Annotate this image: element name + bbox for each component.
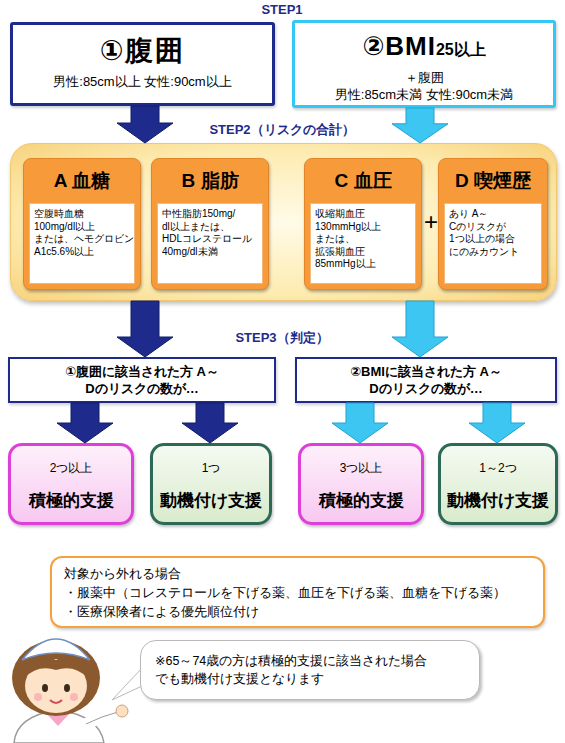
node-text: 25以上	[436, 31, 486, 69]
block-arrow	[392, 301, 448, 357]
node-heading: 対象から外れる場合	[64, 564, 543, 583]
step-label: STEP3（判定）	[235, 330, 328, 346]
node-text: ・服薬中（コレステロールを下げる薬、血圧を下げる薬、血糖を下げる薬）	[64, 583, 543, 602]
node-text: 中性脂肪150mg/ dl以上または、 HDLコレステロール 40mg/dl未満	[157, 203, 263, 284]
risk-box: D 喫煙歴あり A～Cのリスクが 1つ以上の場合 にのみカウント	[438, 158, 548, 290]
node-text: あり A～Cのリスクが 1つ以上の場合 にのみカウント	[444, 203, 542, 284]
result-box: 2つ以上積極的支援	[8, 443, 134, 525]
node-heading: 1～2つ	[441, 460, 555, 476]
criteria-box: ①腹囲男性:85cm以上 女性:90cm以上	[10, 22, 275, 106]
node-text: 積極的支援	[11, 490, 131, 512]
judgement-box: ①腹囲に該当された方 A～Dのリスクの数が…	[8, 357, 276, 403]
node-text: 動機付け支援	[153, 490, 269, 512]
nurse-sleeve	[86, 712, 118, 724]
block-arrow	[182, 403, 238, 443]
nurse-sleeve-line	[86, 712, 118, 724]
judgement-box: ②BMIに該当された方 A～Dのリスクの数が…	[295, 357, 557, 403]
nurse-bangs	[24, 657, 88, 678]
nurse-cheek	[34, 693, 42, 701]
node-heading: 1つ	[153, 460, 269, 476]
node-text: 収縮期血圧 130mmHg以上 または、 拡張期血圧 85mmHg以上	[310, 203, 416, 284]
node-text: ①腹囲に該当された方 A～Dのリスクの数が…	[56, 363, 228, 397]
node-text: ※65～74歳の方は積極的支援に該当された場合 でも動機付け支援となります	[155, 652, 465, 688]
node-text: ＋腹囲	[295, 69, 553, 86]
node-text: 男性:85cm以上 女性:90cm以上	[13, 73, 272, 90]
node-heading: ①腹囲	[13, 29, 272, 73]
node-heading: 3つ以上	[301, 460, 421, 476]
node-text: 積極的支援	[301, 490, 421, 512]
node-text: +	[424, 210, 438, 234]
block-arrow	[57, 403, 113, 443]
result-box: 1～2つ動機付け支援	[438, 443, 558, 525]
node-text: 動機付け支援	[441, 490, 555, 512]
node-text: 空腹時血糖 100mg/dl以上 または、ヘモグロビン A1c5.6%以上	[29, 203, 135, 284]
bubble-tail	[112, 668, 142, 700]
block-arrow	[117, 301, 173, 357]
result-box: 1つ動機付け支援	[150, 443, 272, 525]
node-heading: ②BMI	[362, 27, 436, 65]
node-text: ・医療保険者による優先順位付け	[64, 602, 543, 621]
nurse-hand	[116, 705, 128, 717]
nurse-cap	[22, 639, 90, 660]
block-arrow	[469, 403, 525, 443]
risk-box: C 血圧収縮期血圧 130mmHg以上 または、 拡張期血圧 85mmHg以上	[304, 158, 422, 290]
node-heading: A 血糖	[24, 159, 140, 203]
block-arrow	[117, 106, 173, 143]
block-arrow	[332, 403, 388, 443]
node-text: ②BMIに該当された方 A～Dのリスクの数が…	[340, 363, 512, 397]
step-label: STEP1	[261, 2, 302, 18]
nurse-eye	[64, 684, 70, 692]
nurse-mouth	[50, 700, 62, 703]
risk-box: B 脂肪中性脂肪150mg/ dl以上または、 HDLコレステロール 40mg/…	[151, 158, 269, 290]
nurse-eye	[42, 684, 48, 692]
result-box: 3つ以上積極的支援	[298, 443, 424, 525]
node-heading: 2つ以上	[11, 460, 131, 476]
nurse-illustration	[12, 639, 128, 743]
node-heading: C 血圧	[305, 159, 421, 203]
node-heading: D 喫煙歴	[439, 159, 547, 203]
exclusion-box: 対象から外れる場合・服薬中（コレステロールを下げる薬、血圧を下げる薬、血糖を下げ…	[50, 556, 545, 628]
nurse-cheek	[70, 693, 78, 701]
criteria-box: ②BMI25以上＋腹囲男性:85cm未満 女性:90cm未満	[292, 20, 556, 108]
node-heading: B 脂肪	[152, 159, 268, 203]
speech-bubble: ※65～74歳の方は積極的支援に該当された場合 でも動機付け支援となります	[140, 640, 480, 700]
step-label: STEP2（リスクの合計）	[209, 122, 354, 138]
block-arrow	[392, 108, 448, 143]
risk-panel: + A 血糖空腹時血糖 100mg/dl以上 または、ヘモグロビン A1c5.6%…	[10, 143, 557, 301]
risk-box: A 血糖空腹時血糖 100mg/dl以上 または、ヘモグロビン A1c5.6%以…	[23, 158, 141, 290]
nurse-hair	[12, 640, 100, 716]
node-text: 男性:85cm未満 女性:90cm未満	[295, 86, 553, 103]
